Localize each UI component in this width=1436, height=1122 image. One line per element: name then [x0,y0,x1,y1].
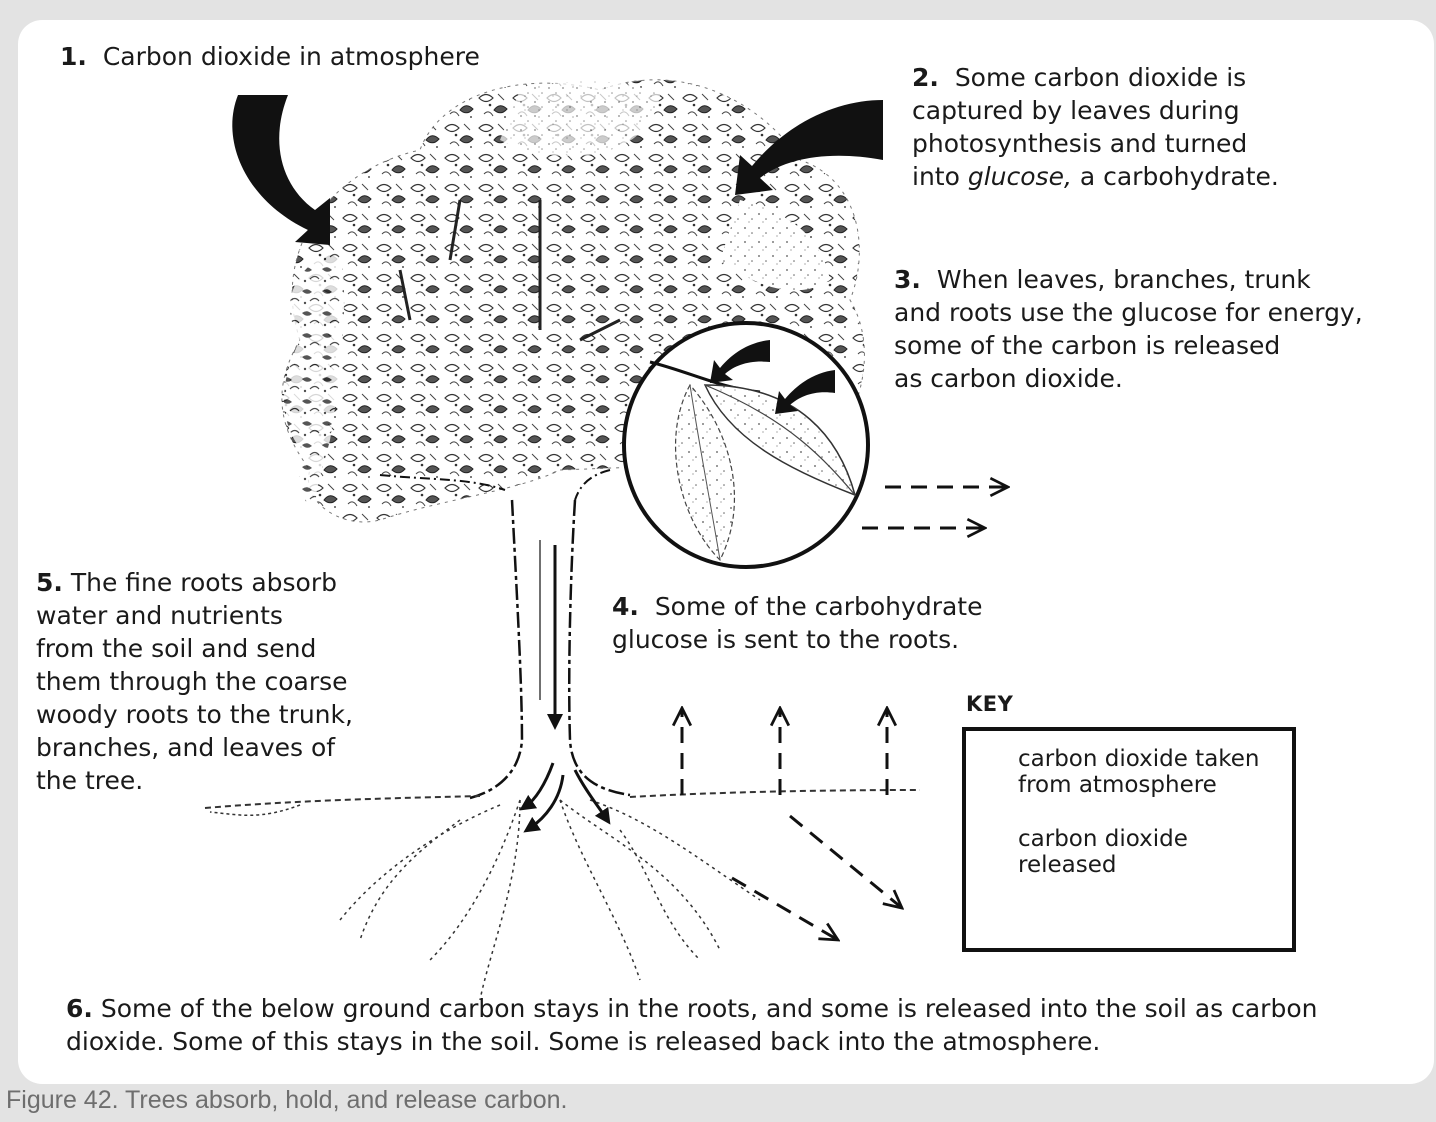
figure-caption: Figure 42. Trees absorb, hold, and relea… [6,1086,567,1115]
key-label-taken: carbon dioxide taken from atmosphere [1018,746,1260,798]
step-1: 1. Carbon dioxide in atmosphere [60,40,480,73]
ground-and-roots [205,790,920,1000]
key-label-released: carbon dioxide released [1018,826,1188,878]
key-title: KEY [966,692,1013,716]
step-6: 6. Some of the below ground carbon stays… [66,992,1317,1058]
step-5: 5. The fine roots absorb water and nutri… [36,566,353,797]
step-3: 3. When leaves, branches, trunk and root… [894,263,1363,395]
tree-trunk [380,470,630,798]
glucose-arrows [526,545,606,828]
step-2: 2. Some carbon dioxide is captured by le… [912,61,1279,193]
step-4: 4. Some of the carbohydrate glucose is s… [612,590,982,656]
big-arrow-left [232,95,330,245]
